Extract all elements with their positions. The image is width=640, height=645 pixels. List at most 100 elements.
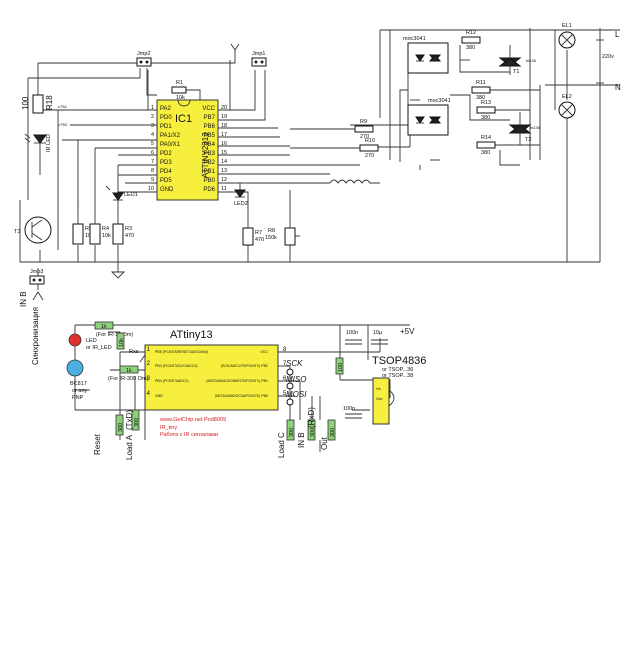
- capacitor-10u: 10µ: [371, 330, 388, 345]
- r10-label: R10: [365, 138, 375, 144]
- led1-label: LED1: [124, 192, 138, 198]
- tsop-vs-label: Vs: [376, 386, 381, 391]
- ic1-pin-number: 1: [151, 105, 154, 111]
- ic1-pin-number: 16: [221, 141, 227, 147]
- optocoupler-moc2: moc3041: [407, 98, 451, 136]
- or-ir-led-label: or IR_LED: [86, 345, 112, 351]
- r4-body: [89, 223, 101, 245]
- moc2-body: [407, 104, 449, 136]
- ground-icon: [110, 262, 126, 279]
- r13-value: 380: [481, 115, 490, 121]
- transistor-t3: T3: [14, 216, 52, 244]
- bc817-label: BC817: [70, 381, 87, 387]
- ic1-pin-name: PD3: [160, 160, 172, 166]
- tsop-label: TSOP4836: [372, 355, 426, 367]
- pnp-label: PNP: [72, 395, 84, 401]
- resistor-r9: R9 270: [290, 119, 374, 140]
- resistor-r13: R13 380: [476, 100, 496, 121]
- resistor-300-out: 300: [327, 419, 336, 441]
- res-300-3-body: [307, 419, 316, 441]
- ic1-body: [156, 99, 219, 201]
- r18-label: R18: [45, 95, 54, 110]
- capacitor-100n-bottom: 100n: [343, 406, 362, 419]
- resistor-r14: R14 380: [476, 135, 496, 156]
- res-1k-a-value: 1k: [101, 324, 107, 330]
- jumper-jmp1[interactable]: Jmp1: [251, 51, 267, 67]
- rxs-label: Rxs: [129, 349, 139, 355]
- attiny13-pin-name: PB3 (PCINT3/CLKI/ADC3): [155, 364, 198, 368]
- ic1-pin-name: PD4: [160, 169, 172, 175]
- res-300-5-body: [115, 414, 124, 436]
- ic1-pin-name: PB0: [204, 178, 216, 184]
- resistor-r12: R12 380: [461, 30, 481, 51]
- r10-value: 270: [365, 153, 374, 159]
- jmp2-body: [136, 57, 152, 67]
- jumper-jmp3[interactable]: Jmp3: [29, 269, 45, 285]
- led-indicator: LED or IR_LED: [68, 333, 112, 351]
- r1-label: R1: [176, 80, 183, 86]
- r13-label: R13: [481, 100, 491, 106]
- ic1-pin-name: PB2: [204, 160, 216, 166]
- t1-label: T1: [513, 69, 519, 75]
- tsop-body: [372, 377, 390, 425]
- ic1-pin-number: 20: [221, 105, 227, 111]
- jumper-jmp2[interactable]: Jmp2: [136, 51, 152, 67]
- attiny13-pin-name: (MISO/AIN1/OC0B/INT0/PCINT1) PB1: [206, 379, 268, 383]
- res-300-5-value: 300: [118, 423, 124, 432]
- ir-tiny-text: IR_tiny: [160, 425, 177, 431]
- t2-part: bt136: [530, 125, 541, 130]
- ic1-pin-name: PA2: [160, 106, 172, 112]
- r5-label: R5: [85, 226, 92, 232]
- attiny13-pin-number: 6: [283, 376, 287, 382]
- attiny13-pin-number: 8: [283, 347, 287, 353]
- isp-sck[interactable]: SCK: [286, 359, 303, 376]
- ic1-pin-number: 8: [151, 168, 154, 174]
- r8-body: [284, 227, 296, 246]
- c100n-2-label: 100n: [343, 406, 355, 412]
- jmp3-pin-1: [32, 278, 36, 282]
- attiny13-body: [144, 344, 279, 411]
- input-pa2-label: к PA2: [58, 105, 67, 109]
- ic1-pin-name: PD5: [160, 178, 172, 184]
- r14-label: R14: [481, 135, 491, 141]
- resistor-10k: 10k: [116, 332, 125, 350]
- r11-label: R11: [476, 80, 486, 86]
- jmp3-pin-2: [38, 278, 42, 282]
- ir-led-icon: [33, 134, 47, 144]
- ic1-pin-name: PA0/X1: [160, 142, 181, 148]
- mosi-pad-icon: [286, 398, 294, 406]
- coil-inductor: [255, 179, 380, 184]
- isp-mosi[interactable]: MOSI: [286, 390, 307, 406]
- r8-value: 150k: [265, 235, 277, 241]
- ir-note-text: Работа с IR сигналами: [160, 432, 218, 438]
- r4-value: 10k: [102, 233, 111, 239]
- transistor-bc817: BC817 or any PNP: [66, 359, 88, 401]
- isp-miso[interactable]: MISO: [286, 375, 306, 390]
- or-tsop1-label: or TSOP...36: [382, 367, 413, 373]
- mains-n-label: N: [615, 83, 621, 92]
- jmp1-body: [251, 57, 267, 67]
- attiny13-pin-number: 5: [283, 391, 287, 397]
- load-a-label: Load A: [125, 434, 134, 460]
- res-300-1-body: [131, 409, 140, 431]
- ic1-pin-number: 17: [221, 132, 227, 138]
- resistor-300-load-c: 300: [286, 419, 295, 441]
- ic1-pin-name: PB7: [204, 115, 216, 121]
- ic1-pin-name: PB4: [204, 142, 216, 148]
- attiny13-name: ATtiny13: [170, 329, 213, 341]
- ic1-pin-number: 10: [148, 186, 154, 192]
- resistor-rxs: Rxs: [129, 349, 146, 363]
- sync-label: Синхронизация: [31, 307, 40, 365]
- r11-value: 380: [476, 95, 485, 101]
- res-100-body: [335, 357, 344, 375]
- led2-icon: [234, 189, 246, 198]
- or-tsop2-label: or TSOP...38: [382, 373, 413, 379]
- led-label: LED: [86, 338, 97, 344]
- ic1-pin-name: PB5: [204, 133, 216, 139]
- mosi-label: MOSI: [286, 390, 307, 399]
- resistor-r10: R10 270: [290, 138, 379, 159]
- resistor-1k-bottom: 1k (For IR-300 Om): [108, 365, 149, 382]
